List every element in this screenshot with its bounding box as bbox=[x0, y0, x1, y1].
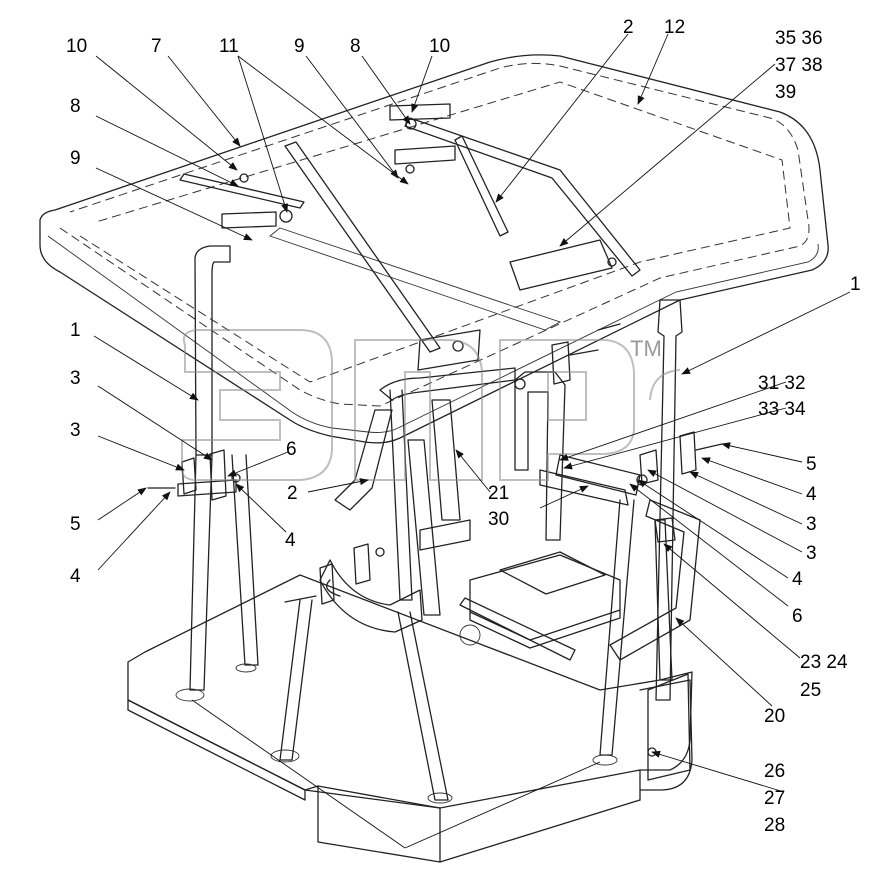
callout-labels: 10 7 11 9 8 10 2 12 35 36 37 38 39 8 9 1… bbox=[66, 17, 861, 836]
callout-label: 26 bbox=[764, 761, 785, 782]
callout-label: 10 bbox=[66, 36, 87, 57]
callout-label: 4 bbox=[806, 484, 817, 505]
center-posts bbox=[407, 399, 461, 616]
callout-label: 4 bbox=[285, 530, 296, 551]
callout-label: 37 38 bbox=[775, 55, 823, 76]
callout-label: 27 bbox=[764, 788, 785, 809]
callout-label: 39 bbox=[775, 82, 796, 103]
callout-label: 11 bbox=[219, 36, 239, 57]
roof-cross-members bbox=[179, 103, 641, 371]
callout-label: 20 bbox=[764, 706, 785, 727]
callout-label: 9 bbox=[294, 36, 305, 57]
callout-label: 8 bbox=[70, 96, 81, 117]
leader-lines bbox=[93, 33, 851, 849]
callout-label: 28 bbox=[764, 815, 785, 836]
callout-label: 23 24 bbox=[800, 652, 848, 673]
callout-label: 6 bbox=[286, 439, 297, 460]
callout-label: 31 32 bbox=[758, 373, 806, 394]
callout-label: 12 bbox=[664, 17, 685, 38]
callout-label: 3 bbox=[70, 368, 81, 389]
callout-label: 3 bbox=[70, 420, 81, 441]
callout-label: 25 bbox=[800, 680, 821, 701]
left-front-post bbox=[279, 389, 449, 801]
base-platform bbox=[127, 574, 693, 863]
callout-label: 30 bbox=[488, 509, 509, 530]
callout-label: 3 bbox=[806, 514, 817, 535]
callout-label: 5 bbox=[806, 454, 817, 475]
watermark-tm: TM bbox=[630, 336, 662, 361]
callout-label: 21 bbox=[488, 483, 509, 504]
watermark: TM bbox=[180, 329, 681, 481]
callout-label: 7 bbox=[151, 36, 162, 57]
callout-label: 33 34 bbox=[758, 399, 806, 420]
seat-box bbox=[419, 519, 621, 661]
callout-label: 4 bbox=[70, 566, 81, 587]
roof-canopy bbox=[39, 54, 829, 444]
callout-label: 10 bbox=[429, 36, 450, 57]
callout-label: 8 bbox=[350, 36, 361, 57]
bolts-and-nuts bbox=[147, 118, 723, 757]
callout-label: 4 bbox=[792, 569, 803, 590]
callout-label: 9 bbox=[70, 148, 81, 169]
mid-cross-bar bbox=[326, 367, 516, 597]
hinge-brackets bbox=[177, 341, 697, 781]
callout-label: 35 36 bbox=[775, 28, 823, 49]
callout-label: 5 bbox=[70, 514, 81, 535]
callout-label: 3 bbox=[806, 543, 817, 564]
callout-label: 1 bbox=[850, 274, 861, 295]
callout-label: 1 bbox=[70, 320, 81, 341]
callout-label: 2 bbox=[623, 17, 634, 38]
callout-label: 2 bbox=[287, 483, 298, 504]
callout-label: 6 bbox=[792, 606, 803, 627]
